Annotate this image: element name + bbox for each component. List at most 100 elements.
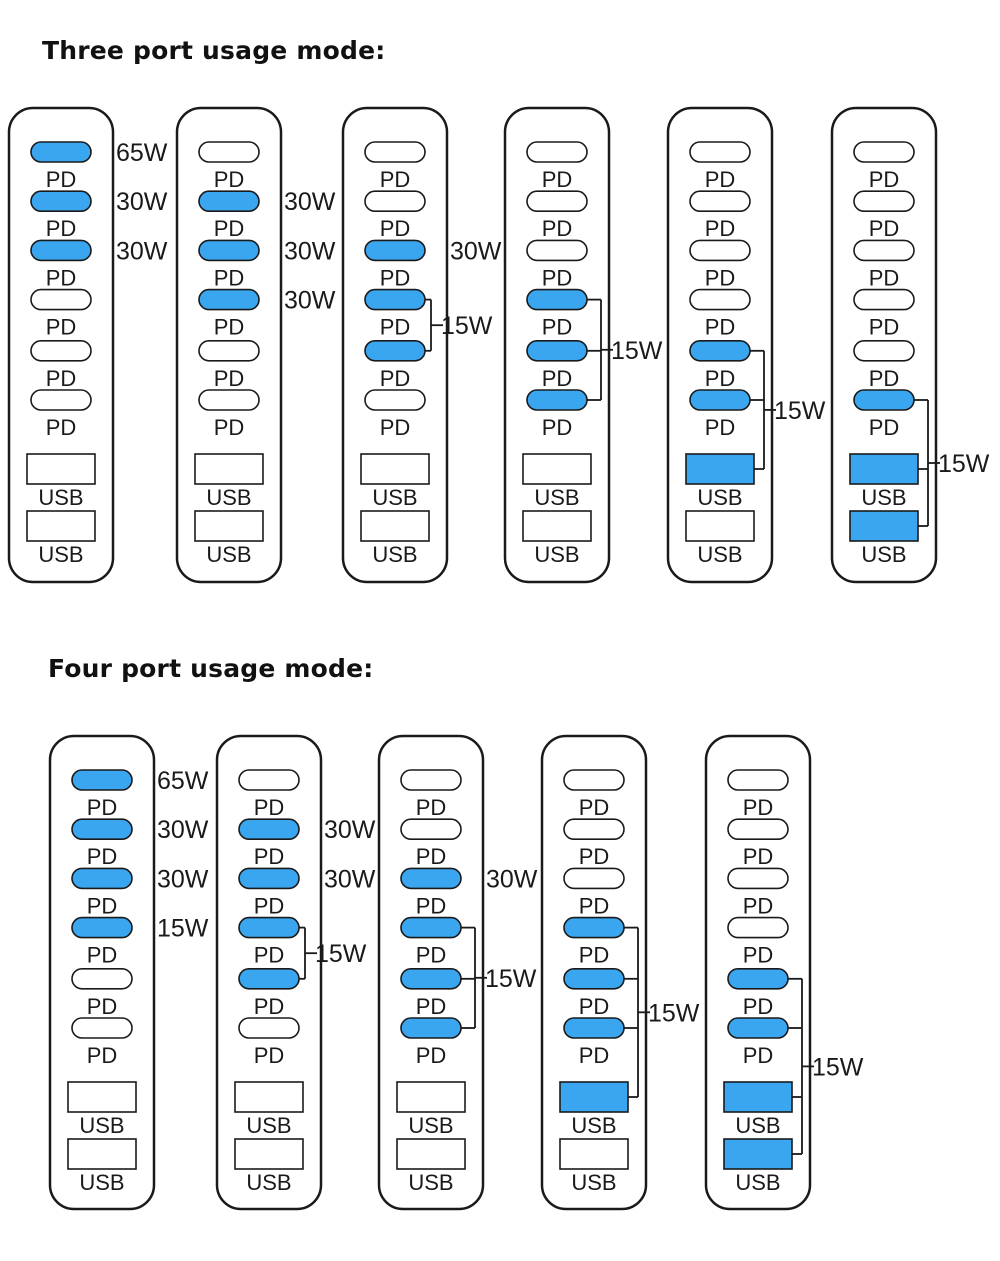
pd-port-label: PD <box>46 216 77 241</box>
usb-c-port <box>30 339 92 362</box>
pd-port-label: PD <box>380 265 411 290</box>
wattage-label: 30W <box>486 865 538 893</box>
usb-c-port-active <box>364 339 426 362</box>
pd-port-label: PD <box>579 943 610 968</box>
usb-c-port-active <box>30 190 92 212</box>
pd-port-label: PD <box>579 994 610 1019</box>
pd-port-label: PD <box>579 844 610 869</box>
pd-port-label: PD <box>416 1043 447 1068</box>
wattage-label: 15W <box>441 312 493 340</box>
pd-port-label: PD <box>416 844 447 869</box>
usb-port-label: USB <box>571 1170 616 1195</box>
usb-a-port-active <box>559 1081 629 1113</box>
pd-port-label: PD <box>542 315 573 340</box>
shared-power-bracket <box>299 926 317 980</box>
pd-port-label: PD <box>87 844 118 869</box>
usb-c-port-active <box>364 288 426 311</box>
usb-c-port-active <box>71 818 133 841</box>
pd-port-label: PD <box>254 844 285 869</box>
usb-port-label: USB <box>697 542 742 567</box>
usb-a-port <box>234 1081 304 1113</box>
pd-port-label: PD <box>46 265 77 290</box>
usb-c-port <box>563 867 625 890</box>
usb-c-port <box>853 339 915 362</box>
usb-c-port <box>364 190 426 212</box>
four-port-mode-title: Four port usage mode: <box>48 654 374 683</box>
pd-port-label: PD <box>869 366 900 391</box>
usb-c-port <box>198 141 260 163</box>
pd-port-label: PD <box>416 893 447 918</box>
wattage-label: 65W <box>157 767 209 795</box>
usb-port-label: USB <box>735 1113 780 1138</box>
pd-port-label: PD <box>46 366 77 391</box>
usb-a-port <box>559 1138 629 1170</box>
usb-c-port-active <box>238 867 300 890</box>
wattage-label: 30W <box>324 865 376 893</box>
pd-port-label: PD <box>542 167 573 192</box>
shared-power-bracket <box>425 298 443 352</box>
usb-c-port-active <box>563 916 625 939</box>
pd-port-label: PD <box>743 1043 774 1068</box>
pd-port-label: PD <box>542 415 573 440</box>
usb-port-label: USB <box>372 485 417 510</box>
usb-c-port <box>400 818 462 841</box>
usb-c-port-active <box>364 239 426 262</box>
usb-c-port <box>238 1017 300 1039</box>
usb-c-port <box>727 818 789 841</box>
usb-a-port <box>67 1138 137 1170</box>
pd-port-label: PD <box>46 415 77 440</box>
usb-c-port <box>689 141 751 163</box>
usb-c-port <box>526 239 588 262</box>
usb-a-port-active <box>723 1138 793 1170</box>
usb-a-port <box>26 510 96 542</box>
usb-port-label: USB <box>697 485 742 510</box>
pd-port-label: PD <box>380 315 411 340</box>
usb-a-port-active <box>685 453 755 485</box>
pd-port-label: PD <box>87 1043 118 1068</box>
pd-port-label: PD <box>743 943 774 968</box>
wattage-label: 15W <box>315 940 367 968</box>
usb-port-label: USB <box>246 1113 291 1138</box>
pd-port-label: PD <box>87 795 118 820</box>
usb-port-label: USB <box>534 542 579 567</box>
usb-c-port <box>364 141 426 163</box>
wattage-label: 30W <box>450 237 502 265</box>
shared-power-bracket <box>624 926 650 1098</box>
usb-c-port <box>727 916 789 939</box>
usb-port-label: USB <box>246 1170 291 1195</box>
usb-a-port-active <box>849 510 919 542</box>
wattage-label: 15W <box>938 450 990 478</box>
wattage-label: 30W <box>324 816 376 844</box>
pd-port-label: PD <box>380 415 411 440</box>
usb-c-port-active <box>400 967 462 990</box>
pd-port-label: PD <box>380 366 411 391</box>
usb-c-port <box>238 769 300 791</box>
pd-port-label: PD <box>705 366 736 391</box>
pd-port-label: PD <box>214 415 245 440</box>
usb-c-port <box>689 288 751 311</box>
usb-c-port-active <box>853 389 915 411</box>
usb-c-port-active <box>238 818 300 841</box>
wattage-label: 30W <box>284 237 336 265</box>
usb-c-port <box>71 1017 133 1039</box>
usb-c-port <box>198 339 260 362</box>
pd-port-label: PD <box>869 167 900 192</box>
usb-c-port-active <box>198 239 260 262</box>
usb-c-port-active <box>198 190 260 212</box>
usb-c-port-active <box>30 239 92 262</box>
usb-c-port-active <box>727 967 789 990</box>
usb-c-port <box>689 190 751 212</box>
wattage-label: 30W <box>116 188 168 216</box>
usb-a-port-active <box>849 453 919 485</box>
usb-c-port <box>689 239 751 262</box>
wattage-label: 30W <box>157 865 209 893</box>
wattage-label: 15W <box>157 915 209 943</box>
usb-c-port-active <box>563 967 625 990</box>
